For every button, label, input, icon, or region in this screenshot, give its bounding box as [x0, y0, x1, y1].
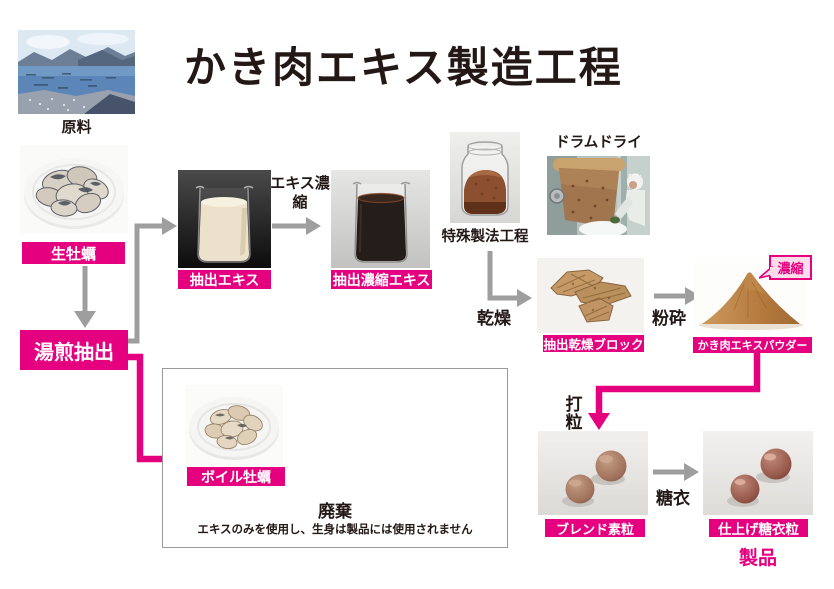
- dried-block-photo: [537, 258, 644, 333]
- boiled-oyster-photo: [185, 385, 283, 466]
- sugar-coating-step: 糖衣: [656, 489, 690, 508]
- dried-block-label: 抽出乾燥ブロック: [543, 335, 644, 352]
- oyster-bay-photo: [18, 30, 135, 114]
- raw-oyster-photo: [20, 145, 128, 233]
- product-caption: 製品: [738, 548, 777, 569]
- concentration-callout-text: 濃縮: [777, 261, 804, 276]
- page-title: かき肉エキス製造工程: [184, 44, 623, 91]
- boiled-oyster-label: ボイル牡蠣: [187, 467, 285, 486]
- extract-label: 抽出エキス: [178, 270, 271, 289]
- raw-material-caption: 原料: [61, 119, 92, 136]
- tableting-step: 打粒: [565, 395, 583, 432]
- blend-granule-label: ブレンド素粒: [545, 519, 645, 537]
- callout-tail: [759, 266, 773, 279]
- disposal-note: エキスのみを使用し、生身は製品には使用されません: [197, 524, 473, 536]
- finished-granule-label: 仕上げ糖衣粒: [709, 519, 808, 537]
- special-process-jar-photo: [450, 132, 520, 223]
- drum-dry-caption: ドラムドライ: [555, 135, 642, 151]
- arrow-specialprocess-to-block: [487, 251, 518, 301]
- special-process-caption: 特殊製法工程: [441, 229, 529, 245]
- arrow-extraction-to-boiled: [127, 353, 166, 463]
- arrow-powder-to-tableting: [595, 353, 761, 415]
- concentration-callout: 濃縮: [759, 255, 812, 280]
- raw-oyster-label: 生牡蠣: [22, 242, 125, 264]
- finished-granule-photo: [703, 431, 813, 515]
- hot-water-extraction-box: 湯煎抽出: [20, 330, 128, 370]
- pulverization-step: 粉砕: [652, 309, 686, 328]
- drum-dry-photo: [547, 156, 650, 235]
- concentrated-extract-beaker-photo: [331, 170, 430, 268]
- extract-beaker-photo: [178, 170, 271, 268]
- powder-label: かき肉エキスパウダー: [693, 337, 812, 353]
- drying-step: 乾燥: [477, 309, 511, 328]
- extract-concentration-step: エキス濃縮: [270, 175, 330, 211]
- disposal-heading: 廃棄: [318, 502, 352, 521]
- concentrated-extract-label: 抽出濃縮エキス: [331, 270, 432, 289]
- arrow-extraction-to-extract: [127, 223, 163, 344]
- blend-granule-photo: [538, 431, 648, 515]
